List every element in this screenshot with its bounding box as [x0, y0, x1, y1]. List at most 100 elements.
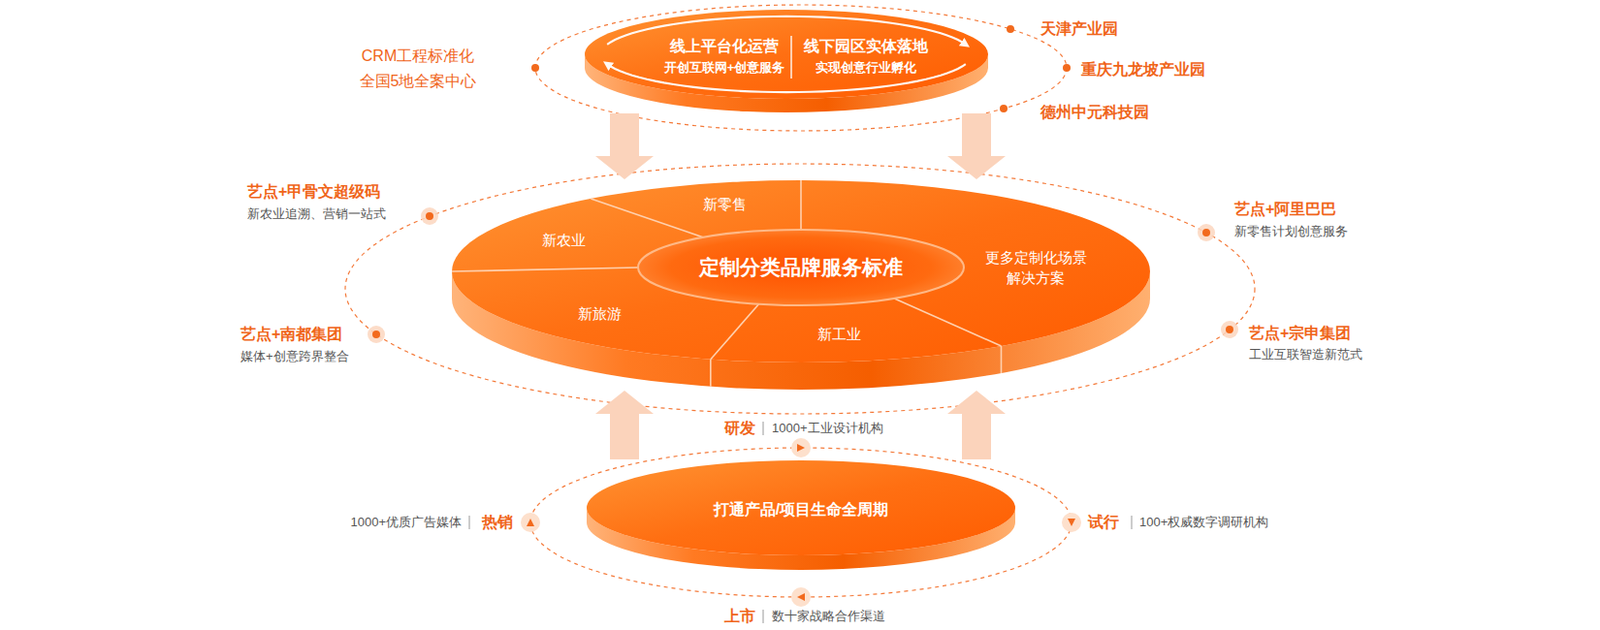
disc-text: 打通产品/项目生命全周期 — [713, 500, 889, 520]
segment-label: 新农业 — [542, 229, 586, 251]
disc-text: 线上平台化运营 — [670, 36, 779, 57]
side-divider — [709, 359, 712, 387]
dot-glow — [420, 207, 439, 225]
label-slot: 热销 — [481, 512, 513, 533]
orbit-ring — [535, 4, 1067, 131]
segment-divider — [710, 304, 760, 360]
label-slot: 数十家战略合作渠道 — [771, 608, 886, 625]
orbit-label: 100+权威数字调研机构 — [1139, 514, 1269, 531]
flow-arrow — [961, 113, 992, 157]
label-slot: 100+权威数字调研机构 — [1139, 514, 1269, 531]
orbit-label: CRM工程标准化 全国5地全案中心 — [359, 43, 478, 95]
segment-node: 新旅游 — [572, 299, 628, 328]
dot-glow — [1197, 224, 1216, 242]
separator-bar — [1130, 515, 1132, 530]
disc-text: 实现创意行业孵化 — [815, 60, 917, 76]
disc-node: 线上平台化运营开创互联网+创意服务 线下园区实体落地实现创意行业孵化 — [584, 8, 989, 114]
dot-glow — [520, 512, 541, 533]
orbit-dot — [1225, 325, 1234, 334]
text-slot: 实现创意行业孵化 — [815, 60, 917, 76]
orbit-label: 艺点+甲骨文超级码 — [247, 182, 381, 202]
segment-divider — [451, 267, 639, 272]
disc-face — [586, 460, 1016, 556]
label-slot: 新农业追溯、营销一站式 — [247, 206, 386, 223]
segment-label: 新旅游 — [577, 303, 622, 324]
label-slot: 1000+优质广告媒体 — [350, 514, 462, 531]
disc-node: 打通产品/项目生命全周期 — [586, 459, 1016, 572]
dot-glow — [1061, 512, 1082, 533]
direction-arrow — [526, 518, 535, 527]
orbit-label: 试行 — [1088, 512, 1120, 533]
orbit-label: 艺点+宗申集团 — [1248, 323, 1351, 344]
orbit-ring — [345, 163, 1255, 415]
segment-divider — [590, 198, 704, 238]
label-slot: 重庆九龙坡产业园 — [1081, 60, 1206, 80]
orbit-label: 研发 — [724, 418, 756, 439]
separator-bar — [762, 421, 764, 436]
label-slot: 试行 — [1088, 512, 1120, 533]
orbit-label: 1000+优质广告媒体 — [350, 514, 462, 531]
orbit-label: 天津产业园 — [1040, 19, 1119, 39]
disc-face — [451, 180, 1151, 363]
text-slot: 定制分类品牌服务标准 — [699, 255, 903, 281]
face-divider — [790, 35, 793, 79]
direction-arrow — [1067, 518, 1076, 527]
label-slot: 艺点+南都集团 — [240, 324, 343, 345]
flow-arrow — [609, 113, 640, 157]
orbit-ring — [530, 448, 1072, 598]
text-slot: 线下园区实体落地 — [803, 36, 928, 57]
side-divider — [1000, 346, 1003, 374]
orbit-dot — [372, 330, 381, 339]
orbit-dot — [999, 104, 1008, 113]
label-slot: 1000+工业设计机构 — [771, 420, 884, 437]
segment-node: 新工业 — [811, 320, 867, 349]
orbit-label: 1000+工业设计机构 — [771, 420, 884, 437]
disc-face — [584, 9, 989, 99]
text-slot: 打通产品/项目生命全周期 — [713, 500, 889, 520]
dot-glow — [791, 587, 811, 608]
disc-text: 线下园区实体落地 — [803, 36, 928, 57]
disc-node: 定制分类品牌服务标准 新零售新农业更多定制化场景 解决方案新旅游新工业 — [451, 179, 1151, 391]
orbit-dot — [1062, 64, 1071, 72]
label-slot: 新零售计划创意服务 — [1234, 224, 1348, 240]
flow-arrow — [609, 414, 640, 460]
direction-arrow — [797, 444, 805, 452]
orbit-label: 新零售计划创意服务 — [1234, 224, 1348, 240]
orbit-label: 媒体+创意跨界整合 — [240, 349, 350, 365]
disc-shape — [584, 8, 989, 114]
label-slot: 工业互联智造新范式 — [1248, 347, 1363, 363]
orbit-dot — [1202, 228, 1211, 237]
disc-text: 定制分类品牌服务标准 — [699, 255, 903, 281]
orbit-dot — [425, 212, 434, 221]
label-slot: 上市 — [724, 607, 756, 627]
separator-bar — [762, 609, 764, 624]
dot-glow — [791, 438, 811, 458]
segment-label: 更多定制化场景 解决方案 — [985, 247, 1088, 288]
text-slot: 开创互联网+创意服务 — [664, 60, 786, 76]
separator-bar — [468, 515, 470, 530]
orbit-label: 艺点+阿里巴巴 — [1234, 199, 1337, 220]
orbit-dot — [531, 64, 540, 72]
dot-glow — [367, 325, 385, 344]
orbit-label: 热销 — [481, 512, 513, 533]
label-slot: 媒体+创意跨界整合 — [240, 349, 350, 365]
center-ellipse — [638, 229, 964, 306]
label-slot: 艺点+宗申集团 — [1248, 323, 1351, 344]
segment-node: 更多定制化场景 解决方案 — [979, 243, 1093, 292]
flow-arrow — [961, 414, 992, 460]
direction-arrow — [797, 593, 805, 602]
orbit-label: 工业互联智造新范式 — [1248, 347, 1363, 363]
dot-glow — [1220, 320, 1239, 339]
orbit-label: 上市 — [724, 607, 756, 627]
label-slot: 艺点+甲骨文超级码 — [247, 182, 381, 202]
label-slot: 天津产业园 — [1040, 19, 1119, 39]
segment-label: 新零售 — [703, 193, 747, 215]
orbit-label: 德州中元科技园 — [1040, 102, 1150, 123]
text-slot: 线上平台化运营 — [670, 36, 779, 57]
orbit-dot — [1006, 25, 1015, 33]
label-slot: 艺点+阿里巴巴 — [1234, 199, 1337, 220]
label-slot: 研发 — [724, 418, 756, 439]
segment-node: 新零售 — [697, 190, 753, 219]
segment-divider — [894, 298, 1001, 347]
